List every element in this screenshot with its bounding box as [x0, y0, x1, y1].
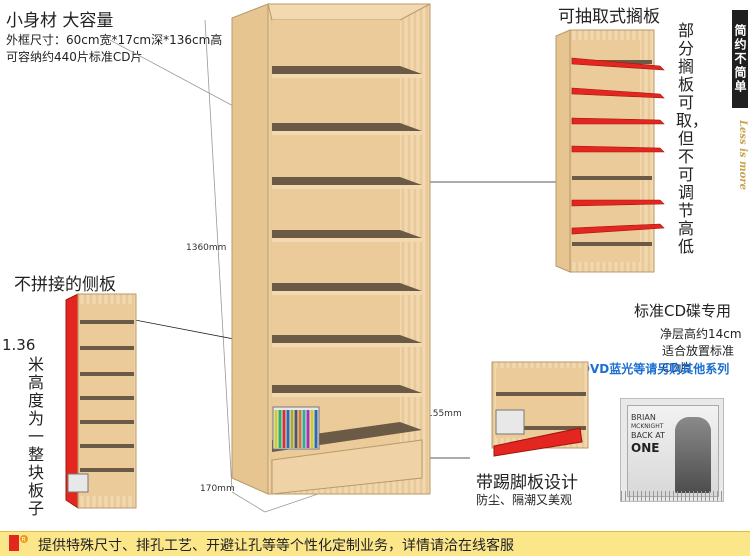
bottom-info-bar — [0, 531, 750, 556]
ruler-scale — [621, 491, 723, 501]
bottom-info-text: 提供特殊尺寸、排孔工艺、开避让孔等等个性化定制业务，详情请洽在线客服 — [38, 538, 514, 554]
cd-name-2: MCKNIGHT — [631, 423, 664, 430]
brand-logo-icon: R — [8, 534, 30, 552]
kick-board-title: 带踢脚板设计 — [476, 473, 578, 493]
dimension-base: 170mm — [200, 484, 235, 494]
standard-line-2: 适合放置标准CD片 — [662, 344, 735, 375]
dimension-depth: 155mm — [427, 409, 462, 419]
main-bookcase — [231, 3, 431, 495]
svg-text:R: R — [22, 537, 26, 544]
kick-board-detail — [491, 361, 589, 457]
side-panel-bookcase — [65, 293, 137, 509]
cd-portrait — [675, 417, 711, 493]
side-vertical-text: 米高度为一整块板子 — [27, 355, 44, 518]
standard-title: 标准CD碟专用 — [634, 302, 732, 320]
side-tagline: Less is more — [737, 120, 748, 190]
cd-name-3: BACK AT — [631, 431, 665, 440]
dimension-lines — [109, 19, 580, 513]
cd-name-1: BRIAN — [631, 413, 656, 422]
kick-board-subtitle: 防尘、隔潮又美观 — [476, 493, 573, 507]
standard-line-1: 净层高约14cm — [660, 327, 742, 341]
bookcase-illustrations — [65, 3, 665, 513]
cd-stack — [272, 406, 320, 450]
removable-title: 可抽取式搁板 — [558, 7, 660, 27]
dimensions-line-1: 外框尺寸：60cm宽*17cm深*136cm高 — [6, 33, 223, 47]
side-panel-title: 不拼接的侧板 — [14, 275, 116, 295]
main-title: 小身材 大容量 — [6, 11, 114, 31]
dimension-height: 1360mm — [186, 243, 227, 253]
dimensions-line-2: 可容纳约440片标准CD片 — [6, 50, 143, 64]
side-height-number: 1.36 — [2, 336, 36, 354]
standard-blue-note: 存储DVD蓝光等请另购其他系列 — [556, 362, 730, 376]
cd-name-4: ONE — [631, 441, 660, 455]
cd-cover-image: BRIAN MCKNIGHT BACK AT ONE — [620, 398, 724, 502]
removable-shelf-bookcase — [555, 29, 665, 273]
side-badge: 简约不简单 — [732, 10, 748, 108]
